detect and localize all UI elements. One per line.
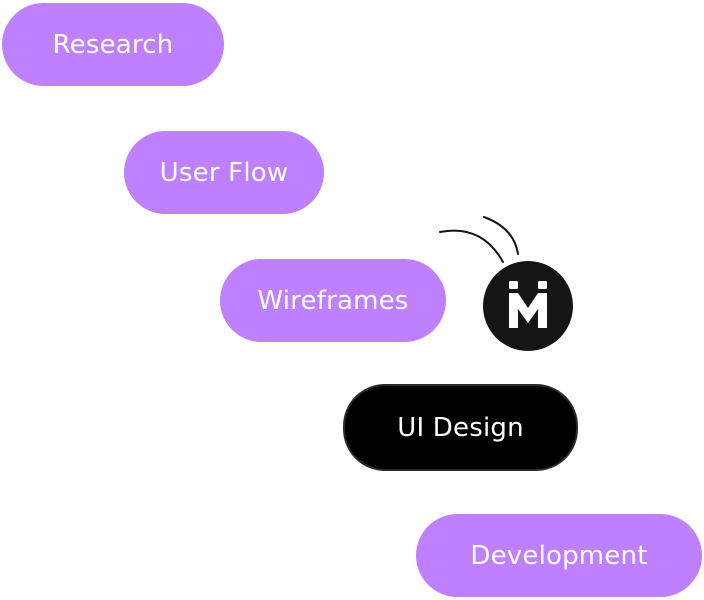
- step-user-flow-pill[interactable]: User Flow: [124, 131, 324, 214]
- step-user-flow-label: User Flow: [159, 157, 289, 188]
- cursor-motion-lines-icon: [439, 216, 573, 351]
- logo-cursor-badge-icon: [436, 214, 576, 354]
- step-development-pill[interactable]: Development: [416, 514, 702, 597]
- step-research-pill[interactable]: Research: [2, 3, 224, 86]
- step-ui-design-label: UI Design: [397, 412, 524, 443]
- step-research-label: Research: [52, 29, 174, 60]
- step-wireframes-pill[interactable]: Wireframes: [220, 259, 446, 342]
- step-wireframes-label: Wireframes: [257, 285, 409, 316]
- step-development-label: Development: [470, 540, 648, 571]
- step-ui-design-pill[interactable]: UI Design: [343, 384, 578, 471]
